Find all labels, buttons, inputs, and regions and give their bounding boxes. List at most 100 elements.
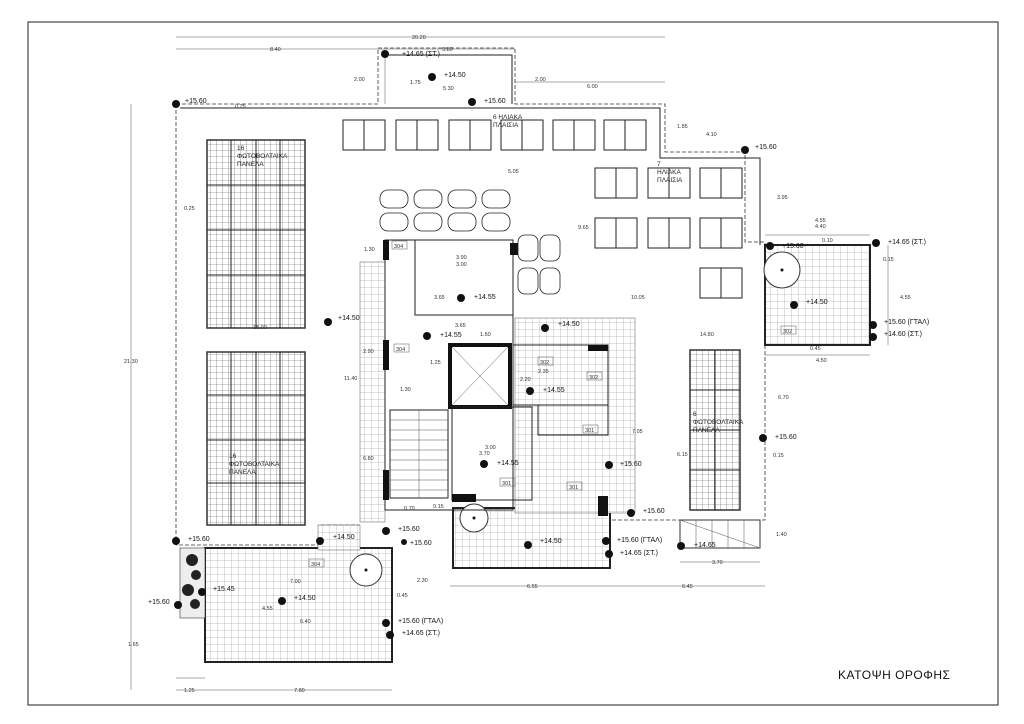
pv-dividers <box>207 140 740 525</box>
terrace-landing <box>317 524 361 551</box>
collectors-label: ΠΛΑΙΣΙΑ <box>493 122 519 129</box>
dim-label: 7.00 <box>290 579 301 585</box>
dim-label: 1.75 <box>410 80 421 86</box>
dim-label: 18.00 <box>253 325 267 331</box>
level-label: +14.50 <box>444 72 466 79</box>
room-tags: 304 304 302 302 302 301 301 301 304 <box>308 240 797 568</box>
pv-label: ΠΑΝΕΛΑ <box>229 469 256 476</box>
dim-label: 0.25 <box>235 104 246 110</box>
dim-label: 2.35 <box>538 369 549 375</box>
collectors-label: ΠΛΑΙΣΙΑ <box>657 177 683 184</box>
spiral-stair-icon <box>349 251 801 587</box>
level-label: +14.55 <box>497 460 519 467</box>
level-label: +15.60 <box>148 599 170 606</box>
level-labels: +15.60 +14.65 (ΣΤ.) +14.50 +15.60 +15.60… <box>148 51 929 637</box>
dim-label: 0.15 <box>773 453 784 459</box>
page-border <box>27 21 999 706</box>
dim-label: 4.10 <box>706 132 717 138</box>
level-label: +14.50 <box>558 321 580 328</box>
level-label: +15.45 <box>213 586 235 593</box>
dim-label: 5.30 <box>443 86 454 92</box>
dim-label: 0.25 <box>184 206 195 212</box>
level-marker-icons <box>172 50 880 639</box>
level-label: +15.60 <box>188 536 210 543</box>
dim-label: 10.05 <box>631 295 645 301</box>
level-label: +15.60 <box>643 508 665 515</box>
water-tanks <box>379 189 561 295</box>
dimension-labels: 20.20 8.40 5.80 2.00 1.75 5.30 2.00 6.00… <box>124 35 911 694</box>
pv-label: ΦΩΤΟΒΟΛΤΑΙΚΑ <box>229 461 280 468</box>
dim-label: 20.20 <box>412 35 426 41</box>
drawing-title: ΚΑΤΟΨΗ ΟΡΟΦΗΣ <box>838 668 950 682</box>
level-label: +15.60 (ΓΤΑΛ) <box>884 319 929 326</box>
dim-label: 4.40 <box>815 224 826 230</box>
room-tag: 301 <box>502 481 511 487</box>
collectors-label: 7 <box>657 161 661 168</box>
central-core <box>383 239 609 516</box>
collectors-label: 6 ΗΛΙΑΚΑ <box>493 114 523 121</box>
pv-label: ΦΩΤΟΒΟΛΤΑΙΚΑ <box>237 153 288 160</box>
dim-label: 6.00 <box>587 84 598 90</box>
level-label: +14.50 <box>338 315 360 322</box>
room-tag: 302 <box>589 375 598 381</box>
dim-label: 4.55 <box>900 295 911 301</box>
dim-label: 0.15 <box>433 504 444 510</box>
solar-thermal-bank <box>679 519 761 549</box>
dim-label: 14.80 <box>700 332 714 338</box>
level-label: +14.50 <box>333 534 355 541</box>
level-label: +14.55 <box>474 294 496 301</box>
dim-label: 4.55 <box>815 218 826 224</box>
level-label: +14.65 (ΣΤ.) <box>402 630 440 637</box>
pv-label: ΠΑΝΕΛΑ <box>693 427 720 434</box>
dim-label: 0.70 <box>404 506 415 512</box>
dim-label: 1.50 <box>480 332 491 338</box>
level-label: +15.60 <box>410 540 432 547</box>
dim-label: 1.85 <box>677 124 688 130</box>
dim-label: 6.45 <box>682 584 693 590</box>
level-label: +15.60 <box>398 526 420 533</box>
level-label: +15.60 <box>775 434 797 441</box>
dim-label: 0.45 <box>397 593 408 599</box>
dim-label: 0.10 <box>822 238 833 244</box>
level-label: +14.55 <box>543 387 565 394</box>
level-label: +14.55 <box>440 332 462 339</box>
dim-label: 6.15 <box>677 452 688 458</box>
dim-label: 7.05 <box>632 429 643 435</box>
level-label: +14.65 (ΣΤ.) <box>402 51 440 58</box>
level-label: +15.60 <box>782 243 804 250</box>
equipment-labels: 6 ΗΛΙΑΚΑ ΠΛΑΙΣΙΑ 7 ΗΛΙΑΚΑ ΠΛΑΙΣΙΑ 16 ΦΩΤ… <box>229 114 744 476</box>
level-label: +14.50 <box>806 299 828 306</box>
room-tag: 304 <box>394 244 403 250</box>
level-label: +15.60 (ΓΤΑΛ) <box>398 618 443 625</box>
level-label: +14.50 <box>294 595 316 602</box>
room-tag: 301 <box>569 485 578 491</box>
dim-label: 11.40 <box>344 376 357 382</box>
terrace-strip-left <box>359 261 386 523</box>
dim-label: 6.40 <box>300 619 311 625</box>
level-label: +14.65 <box>694 542 716 549</box>
dim-label: 1.65 <box>128 642 139 648</box>
dim-label: 2.20 <box>520 377 531 383</box>
dim-label: 8.40 <box>270 47 281 53</box>
dim-label: 3.65 <box>455 323 466 329</box>
dim-label: 2.00 <box>354 77 365 83</box>
dim-label: 0.15 <box>883 257 894 263</box>
dimension-lines <box>130 36 889 691</box>
dim-label: 9.65 <box>578 225 589 231</box>
dim-label: 2.30 <box>417 578 428 584</box>
dim-label: 1.25 <box>184 688 195 694</box>
dim-label: 3.00 <box>456 262 467 268</box>
dim-label: 5.80 <box>442 47 453 53</box>
dim-label: 4.55 <box>262 606 273 612</box>
level-label: +15.60 (ΓΤΑΛ) <box>617 537 662 544</box>
dim-label: 3.95 <box>777 195 788 201</box>
dim-label: 6.70 <box>778 395 789 401</box>
dim-label: 3.70 <box>712 560 723 566</box>
room-tag: 301 <box>585 428 594 434</box>
dim-label: 6.55 <box>527 584 538 590</box>
room-tag: 302 <box>540 360 549 366</box>
dim-label: 3.00 <box>485 445 496 451</box>
level-label: +14.65 (ΣΤ.) <box>888 239 926 246</box>
dim-label: 3.70 <box>479 451 490 457</box>
